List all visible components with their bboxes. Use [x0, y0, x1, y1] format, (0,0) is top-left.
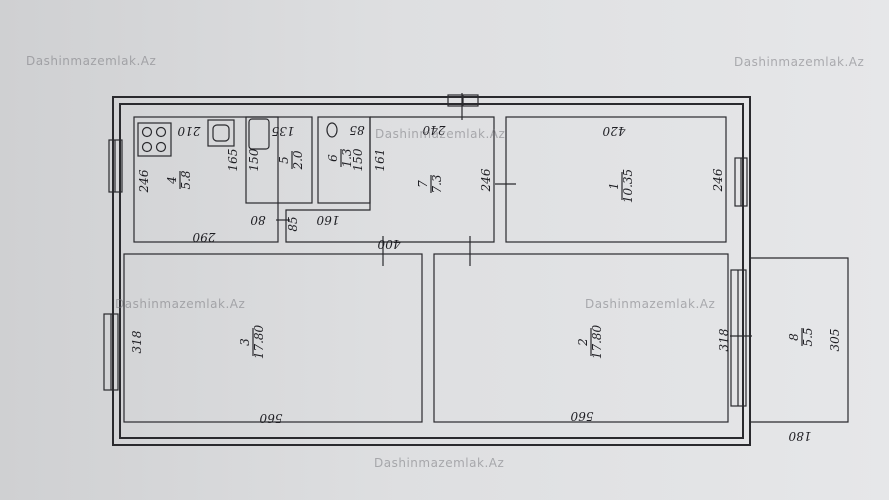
toilet-icon: [326, 122, 338, 138]
outer-wall-inner: [119, 103, 744, 439]
svg-text:5.8: 5.8: [179, 170, 193, 189]
dim-room1-top: 420: [602, 124, 626, 138]
svg-text:2.0: 2.0: [291, 150, 305, 170]
dim-room2-side: 318: [717, 328, 731, 351]
dim-balcony-side: 305: [828, 329, 842, 352]
sink-icon: [207, 119, 235, 147]
watermark: Dashinmazemlak.Az: [26, 54, 157, 68]
dim-corridor-left: 161: [373, 149, 387, 172]
burner-icon: [141, 126, 153, 138]
dim-corridor-bottom: 400: [377, 237, 401, 251]
svg-text:17.80: 17.80: [252, 324, 266, 359]
room-6-label: 6 1.3: [326, 148, 354, 167]
burner-icon: [155, 126, 167, 138]
room-4-label: 4 5.8: [165, 170, 193, 189]
watermark: Dashinmazemlak.Az: [375, 127, 506, 141]
watermark: Dashinmazemlak.Az: [374, 456, 505, 470]
room-3-label: 3 17.80: [238, 324, 266, 359]
room-8-label: 8 5.5: [787, 327, 815, 346]
svg-text:2: 2: [576, 338, 590, 347]
burner-icon: [155, 141, 167, 153]
dim-bath-left: 165: [226, 149, 240, 172]
dim-kitchen-bottom: 290: [192, 230, 216, 244]
watermark: Dashinmazemlak.Az: [115, 297, 246, 311]
room-7-label: 7 7.3: [416, 174, 444, 193]
svg-text:7: 7: [416, 180, 430, 188]
svg-text:1: 1: [607, 182, 621, 190]
room-4-outline: [133, 116, 279, 243]
dim-room2-bottom: 560: [570, 409, 593, 423]
dim-corridor-top: 240: [422, 123, 446, 137]
outer-wall-outer: [112, 96, 751, 446]
dim-80: 80: [250, 213, 266, 227]
dim-room1-side: 246: [711, 168, 725, 192]
dim-kitchen-top: 210: [177, 124, 201, 138]
room-5-outline: [245, 116, 313, 204]
room-7-outline: [285, 116, 495, 243]
svg-text:3: 3: [238, 338, 252, 346]
dim-corridor-right: 246: [479, 168, 493, 192]
svg-text:5.5: 5.5: [801, 327, 815, 346]
room-2-label: 2 17.80: [576, 324, 604, 359]
dim-85: 85: [286, 216, 300, 231]
room-5-label: 5 2.0: [277, 150, 305, 170]
stove-icon: [137, 122, 172, 157]
dim-160: 160: [316, 213, 339, 227]
dim-kitchen-side: 246: [137, 169, 151, 193]
svg-text:6: 6: [326, 154, 340, 162]
svg-text:7.3: 7.3: [430, 174, 444, 193]
svg-text:17.80: 17.80: [590, 324, 604, 359]
svg-text:10.35: 10.35: [621, 169, 635, 203]
dim-room3-side: 318: [130, 330, 144, 353]
svg-text:4: 4: [165, 176, 179, 185]
watermark: Dashinmazemlak.Az: [585, 297, 716, 311]
svg-text:1.3: 1.3: [340, 148, 354, 167]
dim-room3-bottom: 560: [259, 411, 282, 425]
room-2-outline: [433, 253, 729, 423]
dim-bath-top: 135: [272, 124, 295, 138]
room-1-label: 1 10.35: [607, 169, 635, 203]
svg-text:8: 8: [787, 333, 801, 341]
dim-wc-side: 150: [351, 148, 365, 171]
dim-bath-side: 150: [247, 148, 261, 171]
sink-basin-icon: [212, 124, 230, 142]
room-1-outline: [505, 116, 727, 243]
svg-text:5: 5: [277, 156, 291, 164]
dim-balcony-bottom: 180: [788, 429, 811, 443]
watermark: Dashinmazemlak.Az: [734, 55, 865, 69]
burner-icon: [141, 141, 153, 153]
room-8-outline: [750, 257, 849, 423]
room-3-outline: [123, 253, 423, 423]
dim-wc-top: 85: [349, 123, 364, 137]
bathtub-icon: [248, 118, 270, 150]
